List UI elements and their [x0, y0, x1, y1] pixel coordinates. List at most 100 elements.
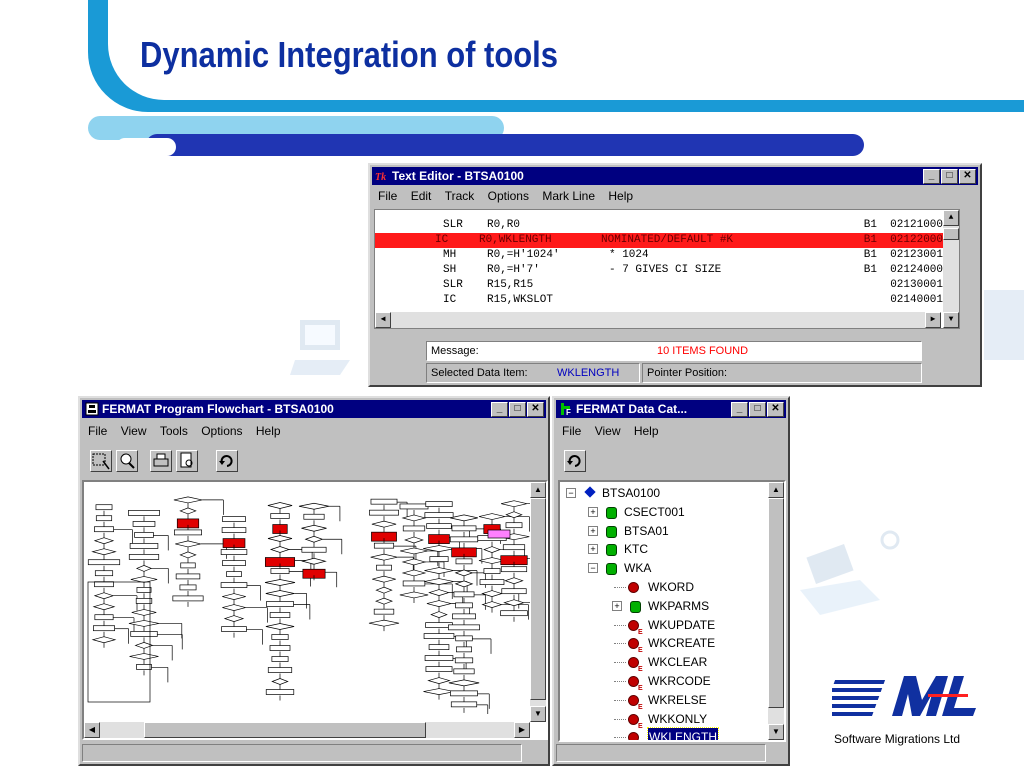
- flowchart-titlebar[interactable]: FERMAT Program Flowchart - BTSA0100 _□✕: [82, 400, 546, 418]
- vertical-scrollbar[interactable]: ▲: [943, 210, 959, 326]
- vertical-scrollbar[interactable]: ▲ ▼: [530, 482, 546, 722]
- text-editor-title: Text Editor - BTSA0100: [392, 169, 524, 183]
- menu-view[interactable]: View: [120, 424, 147, 438]
- tree-item[interactable]: +WKPARMS: [560, 597, 766, 615]
- scroll-down-button[interactable]: ▼: [768, 724, 784, 740]
- maximize-button[interactable]: □: [749, 402, 766, 417]
- vertical-scrollbar[interactable]: ▲ ▼: [768, 482, 784, 740]
- pointer-position-label: Pointer Position:: [647, 367, 728, 379]
- tree-item[interactable]: −BTSA0100: [560, 484, 766, 502]
- horizontal-scrollbar[interactable]: ◀ ▶: [84, 722, 530, 738]
- select-zoom-button[interactable]: [90, 450, 112, 472]
- horizontal-scrollbar[interactable]: ◀ ▶: [375, 312, 941, 328]
- minimize-button[interactable]: _: [491, 402, 508, 417]
- refresh-button[interactable]: [216, 450, 238, 472]
- tree-connector: [614, 699, 626, 701]
- diamond-icon: [584, 486, 596, 498]
- scroll-right-button[interactable]: ▶: [514, 722, 530, 738]
- expand-icon[interactable]: +: [612, 600, 622, 611]
- tree-connector: [614, 662, 626, 664]
- collapse-icon[interactable]: −: [588, 563, 598, 574]
- menu-options[interactable]: Options: [201, 424, 243, 438]
- maximize-button[interactable]: □: [509, 402, 526, 417]
- menu-file[interactable]: File: [562, 424, 582, 438]
- scroll-down-button[interactable]: ▼: [530, 706, 546, 722]
- menu-view[interactable]: View: [594, 424, 621, 438]
- menu-options[interactable]: Options: [487, 189, 529, 203]
- tree-item-label: BTSA01: [624, 523, 669, 538]
- scroll-left-button[interactable]: ◀: [84, 722, 100, 738]
- tree-connector: [614, 681, 626, 682]
- tree-item[interactable]: +CSECT001: [560, 503, 766, 521]
- menu-file[interactable]: File: [88, 424, 108, 438]
- scroll-thumb[interactable]: [768, 498, 784, 708]
- zoom-button[interactable]: [116, 450, 138, 472]
- code-sequence: 02130001: [890, 279, 943, 291]
- menu-mark-line[interactable]: Mark Line: [542, 189, 596, 203]
- scroll-up-button[interactable]: ▲: [530, 482, 546, 498]
- close-button[interactable]: ✕: [767, 402, 784, 417]
- menu-help[interactable]: Help: [633, 424, 659, 438]
- minimize-button[interactable]: _: [731, 402, 748, 417]
- close-button[interactable]: ✕: [959, 169, 976, 184]
- maximize-button[interactable]: □: [941, 169, 958, 184]
- red-ball-icon: [628, 582, 639, 593]
- tree-item[interactable]: WKLENGTH: [560, 727, 766, 740]
- tree-item-label: WKLENGTH: [646, 727, 720, 740]
- scroll-thumb[interactable]: [144, 722, 426, 738]
- expand-icon[interactable]: +: [588, 506, 598, 517]
- scroll-right-button[interactable]: ▶: [925, 312, 941, 328]
- data-catalogue-titlebar[interactable]: F FERMAT Data Cat... _□✕: [556, 400, 786, 418]
- print-button[interactable]: [150, 450, 172, 472]
- refresh-icon: [567, 455, 581, 467]
- close-button[interactable]: ✕: [527, 402, 544, 417]
- code-args: R15,R15: [487, 279, 534, 291]
- text-editor-titlebar[interactable]: Tk Text Editor - BTSA0100 _□✕: [372, 167, 978, 185]
- flowchart-canvas[interactable]: ▲ ▼ ◀ ▶: [82, 480, 548, 740]
- tree-item[interactable]: +KTC: [560, 540, 766, 558]
- code-args: R0,R0: [487, 219, 521, 231]
- scroll-left-button[interactable]: ◀: [375, 312, 391, 328]
- menu-help[interactable]: Help: [255, 424, 281, 438]
- refresh-button[interactable]: [564, 450, 586, 472]
- tree-item[interactable]: + BTSA01: [560, 522, 766, 540]
- menu-track[interactable]: Track: [444, 189, 475, 203]
- tree-item[interactable]: WKORD: [560, 578, 766, 596]
- scroll-thumb[interactable]: [943, 228, 959, 240]
- expand-icon[interactable]: +: [588, 525, 598, 536]
- tree-item[interactable]: −WKA: [560, 559, 766, 577]
- menu-help[interactable]: Help: [608, 189, 634, 203]
- scroll-thumb[interactable]: [530, 498, 546, 700]
- menu-edit[interactable]: Edit: [410, 189, 432, 203]
- scroll-up-button[interactable]: ▲: [768, 482, 784, 498]
- expand-icon[interactable]: +: [588, 544, 598, 555]
- red-element-icon: E: [628, 657, 643, 673]
- red-element-icon: E: [628, 694, 643, 711]
- scroll-up-button[interactable]: ▲: [943, 210, 959, 226]
- menu-file[interactable]: File: [378, 189, 398, 203]
- selected-item-value: WKLENGTH: [557, 367, 620, 379]
- collapse-icon[interactable]: −: [566, 488, 576, 498]
- print-preview-button[interactable]: [176, 450, 198, 472]
- tree-connector: [614, 737, 626, 739]
- code-op: SH: [443, 264, 457, 276]
- menu-tools[interactable]: Tools: [159, 424, 188, 438]
- zoom-icon: [120, 453, 135, 469]
- flowchart-menubar: File View Tools Options Help: [84, 422, 287, 440]
- scroll-down-button[interactable]: ▼: [943, 312, 959, 328]
- minimize-button[interactable]: _: [923, 169, 940, 184]
